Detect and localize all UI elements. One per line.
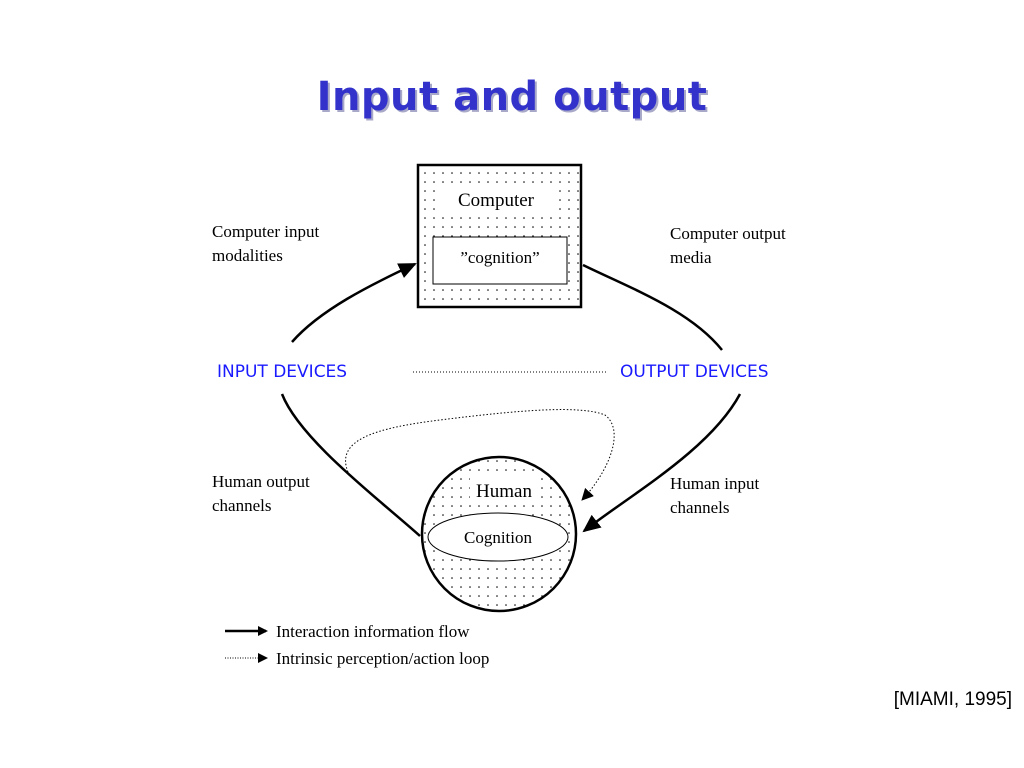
human-input-label-line2: channels xyxy=(670,498,729,517)
computer-to-output-devices-line xyxy=(582,263,723,351)
computer-cognition-label: ”cognition” xyxy=(460,248,539,267)
human-to-input-devices-line xyxy=(280,393,421,537)
human-input-label-line1: Human input xyxy=(670,474,760,493)
legend-solid-label: Interaction information flow xyxy=(276,622,470,641)
output-devices-to-human-arrow xyxy=(582,393,742,533)
human-cognition-ellipse xyxy=(427,512,569,562)
computer-input-label-line2: modalities xyxy=(212,246,283,265)
human-label: Human xyxy=(476,481,532,502)
input-devices-to-computer-arrow xyxy=(291,262,417,343)
citation: [MIAMI, 1995] xyxy=(893,689,1012,710)
computer-box: Computer ”cognition” xyxy=(416,163,583,309)
computer-output-label-line1: Computer output xyxy=(670,224,786,243)
legend-dotted-label: Intrinsic perception/action loop xyxy=(276,649,489,668)
output-devices-label: OUTPUT DEVICES xyxy=(620,362,769,382)
input-devices-label: INPUT DEVICES xyxy=(217,362,347,382)
computer-cognition-box xyxy=(432,236,568,285)
human-cognition-label: Cognition xyxy=(464,528,533,547)
computer-input-label-line1: Computer input xyxy=(212,222,319,241)
intrinsic-loop-dotted-arrow xyxy=(345,409,615,501)
legend: Interaction information flow Intrinsic p… xyxy=(225,622,489,668)
human-output-label-line1: Human output xyxy=(212,472,310,491)
computer-label: Computer xyxy=(458,190,535,211)
computer-output-label-line2: media xyxy=(670,248,712,267)
page-title: Input and output xyxy=(316,74,708,120)
human-output-label-line2: channels xyxy=(212,496,271,515)
human-circle: Human Cognition xyxy=(420,455,578,613)
